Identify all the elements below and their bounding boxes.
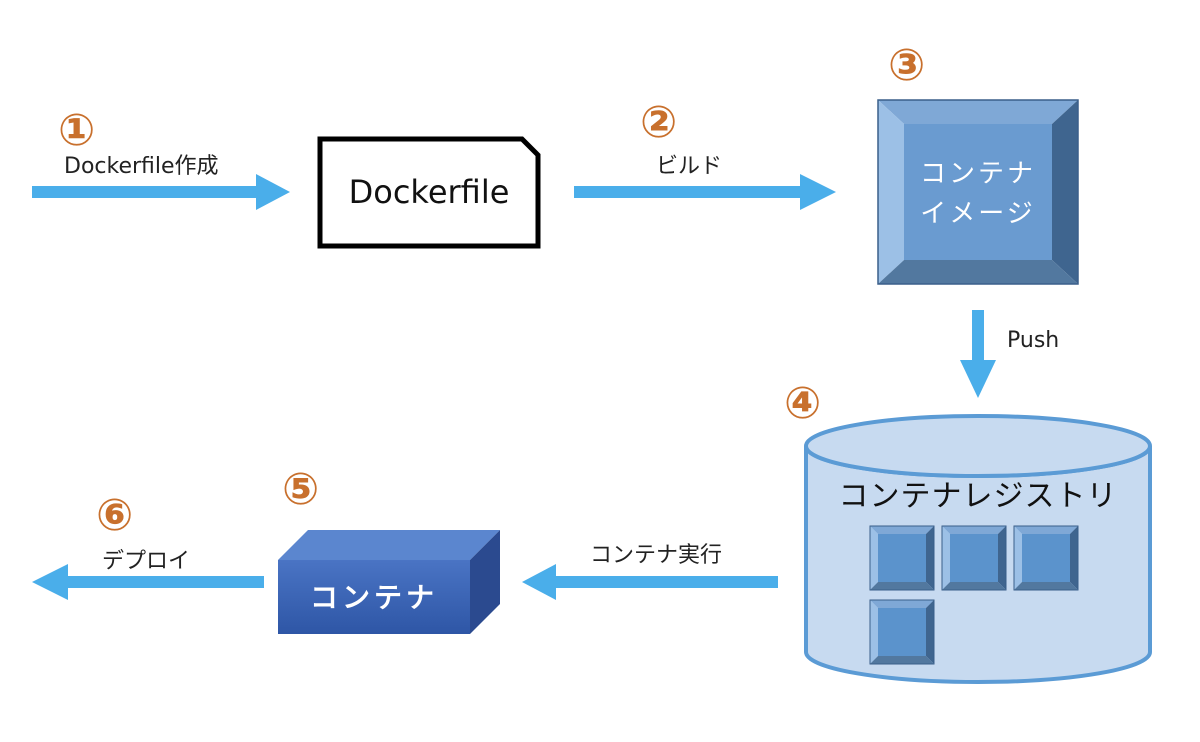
edge-label-deploy: デプロイ xyxy=(102,549,190,574)
registry-label: コンテナレジストリ xyxy=(839,479,1118,514)
container-label: コンテナ xyxy=(310,581,438,614)
arrow-run-container xyxy=(522,564,778,600)
dockerfile-label: Dockerfile xyxy=(349,173,510,211)
container-image-node: コンテナ イメージ xyxy=(877,99,1079,285)
edge-label-build: ビルド xyxy=(656,154,722,179)
arrow-create-dockerfile xyxy=(32,174,290,210)
arrow-build xyxy=(574,174,836,210)
step-number-2: ② xyxy=(640,97,677,148)
registry-stored-image xyxy=(941,525,1007,591)
container-node: コンテナ xyxy=(278,530,500,634)
registry-stored-image xyxy=(1013,525,1079,591)
edge-label-create-dockerfile: Dockerfile作成 xyxy=(64,154,219,179)
step-number-3: ③ xyxy=(888,40,925,91)
edge-label-push: Push xyxy=(1007,328,1059,353)
step-number-5: ⑤ xyxy=(282,464,319,515)
registry-stored-images xyxy=(869,525,1079,665)
edge-label-run-container: コンテナ実行 xyxy=(590,543,722,568)
registry-stored-image xyxy=(869,599,935,665)
container-image-label-line2: イメージ xyxy=(920,199,1035,229)
step-number-6: ⑥ xyxy=(96,490,133,541)
dockerfile-node: Dockerfile xyxy=(317,136,541,249)
step-number-4: ④ xyxy=(784,378,821,429)
arrow-push xyxy=(960,310,996,398)
container-image-label-line1: コンテナ xyxy=(920,159,1036,189)
registry-stored-image xyxy=(869,525,935,591)
arrow-deploy xyxy=(32,564,264,600)
step-number-1: ① xyxy=(58,105,95,156)
container-registry-node: コンテナレジストリ xyxy=(804,414,1152,684)
